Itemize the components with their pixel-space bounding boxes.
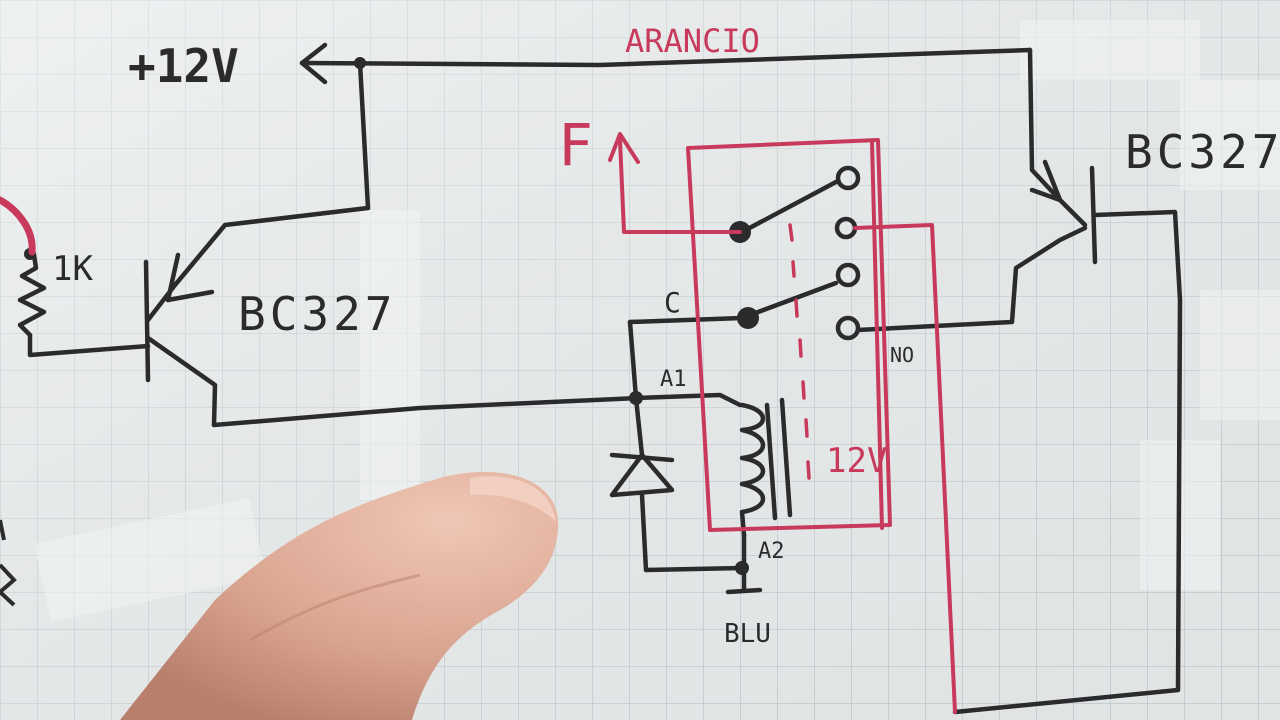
resistor-label: 1K <box>52 249 93 289</box>
coil-voltage-label: 12V <box>826 441 887 481</box>
ground-color-label: BLU <box>724 619 771 649</box>
tape-strips <box>34 20 1280 622</box>
supply-label: +12V <box>128 39 239 93</box>
transistor-arrows <box>165 159 1063 303</box>
coil-a2-label: A2 <box>758 539 785 564</box>
relay-no-label: NO <box>890 343 914 367</box>
red-wiring <box>0 132 957 714</box>
relay-common-label: C <box>664 286 681 319</box>
labels: +12V ARANCIO F BC327 BC327 1K C NO A1 A2… <box>52 22 1280 649</box>
transistor-left-label: BC327 <box>238 287 396 341</box>
relay-link-dashes <box>788 223 811 480</box>
junction-dots <box>24 57 759 575</box>
wire-color-label: ARANCIO <box>625 22 760 60</box>
edge-marks <box>0 519 17 607</box>
transistor-right-label: BC327 <box>1125 125 1280 179</box>
pointing-finger <box>120 471 559 720</box>
output-label: F <box>558 111 593 179</box>
coil-a1-label: A1 <box>660 367 687 392</box>
black-wiring <box>17 42 1183 715</box>
